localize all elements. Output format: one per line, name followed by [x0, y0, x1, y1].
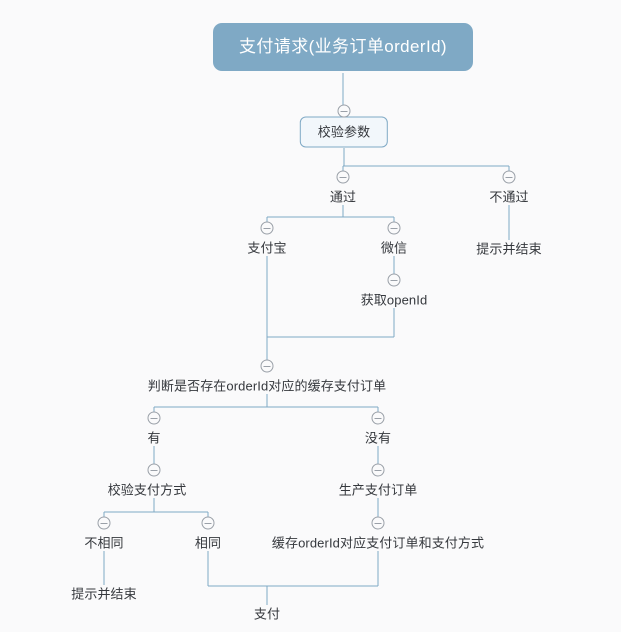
- node-fail[interactable]: 不通过: [489, 189, 529, 205]
- collapse-minus-icon[interactable]: [371, 411, 385, 425]
- collapse-minus-icon[interactable]: [147, 463, 161, 477]
- node-cache_order[interactable]: 缓存orderId对应支付订单和支付方式: [271, 535, 485, 551]
- collapse-minus-icon[interactable]: [97, 516, 111, 530]
- node-fail_end[interactable]: 提示并结束: [476, 241, 542, 257]
- node-has[interactable]: 有: [147, 430, 161, 446]
- node-pay[interactable]: 支付: [253, 606, 281, 622]
- node-validate[interactable]: 校验参数: [299, 116, 389, 148]
- collapse-minus-icon[interactable]: [387, 221, 401, 235]
- collapse-minus-icon[interactable]: [337, 104, 351, 118]
- node-gen_order[interactable]: 生产支付订单: [338, 482, 418, 498]
- node-check_pay[interactable]: 校验支付方式: [107, 482, 187, 498]
- node-not_same[interactable]: 不相同: [84, 535, 124, 551]
- collapse-minus-icon[interactable]: [260, 359, 274, 373]
- collapse-minus-icon[interactable]: [387, 273, 401, 287]
- node-pass[interactable]: 通过: [329, 189, 357, 205]
- collapse-minus-icon[interactable]: [201, 516, 215, 530]
- collapse-minus-icon[interactable]: [502, 170, 516, 184]
- collapse-minus-icon[interactable]: [260, 221, 274, 235]
- node-none[interactable]: 没有: [364, 430, 392, 446]
- node-openid[interactable]: 获取openId: [360, 292, 428, 308]
- collapse-minus-icon[interactable]: [336, 170, 350, 184]
- node-wechat[interactable]: 微信: [380, 240, 408, 256]
- node-same[interactable]: 相同: [194, 535, 222, 551]
- collapse-minus-icon[interactable]: [371, 463, 385, 477]
- collapse-minus-icon[interactable]: [147, 411, 161, 425]
- node-check_cache[interactable]: 判断是否存在orderId对应的缓存支付订单: [147, 378, 387, 394]
- node-root[interactable]: 支付请求(业务订单orderId): [213, 23, 473, 71]
- node-notify_end[interactable]: 提示并结束: [71, 586, 137, 602]
- collapse-minus-icon[interactable]: [371, 516, 385, 530]
- node-alipay[interactable]: 支付宝: [247, 240, 287, 256]
